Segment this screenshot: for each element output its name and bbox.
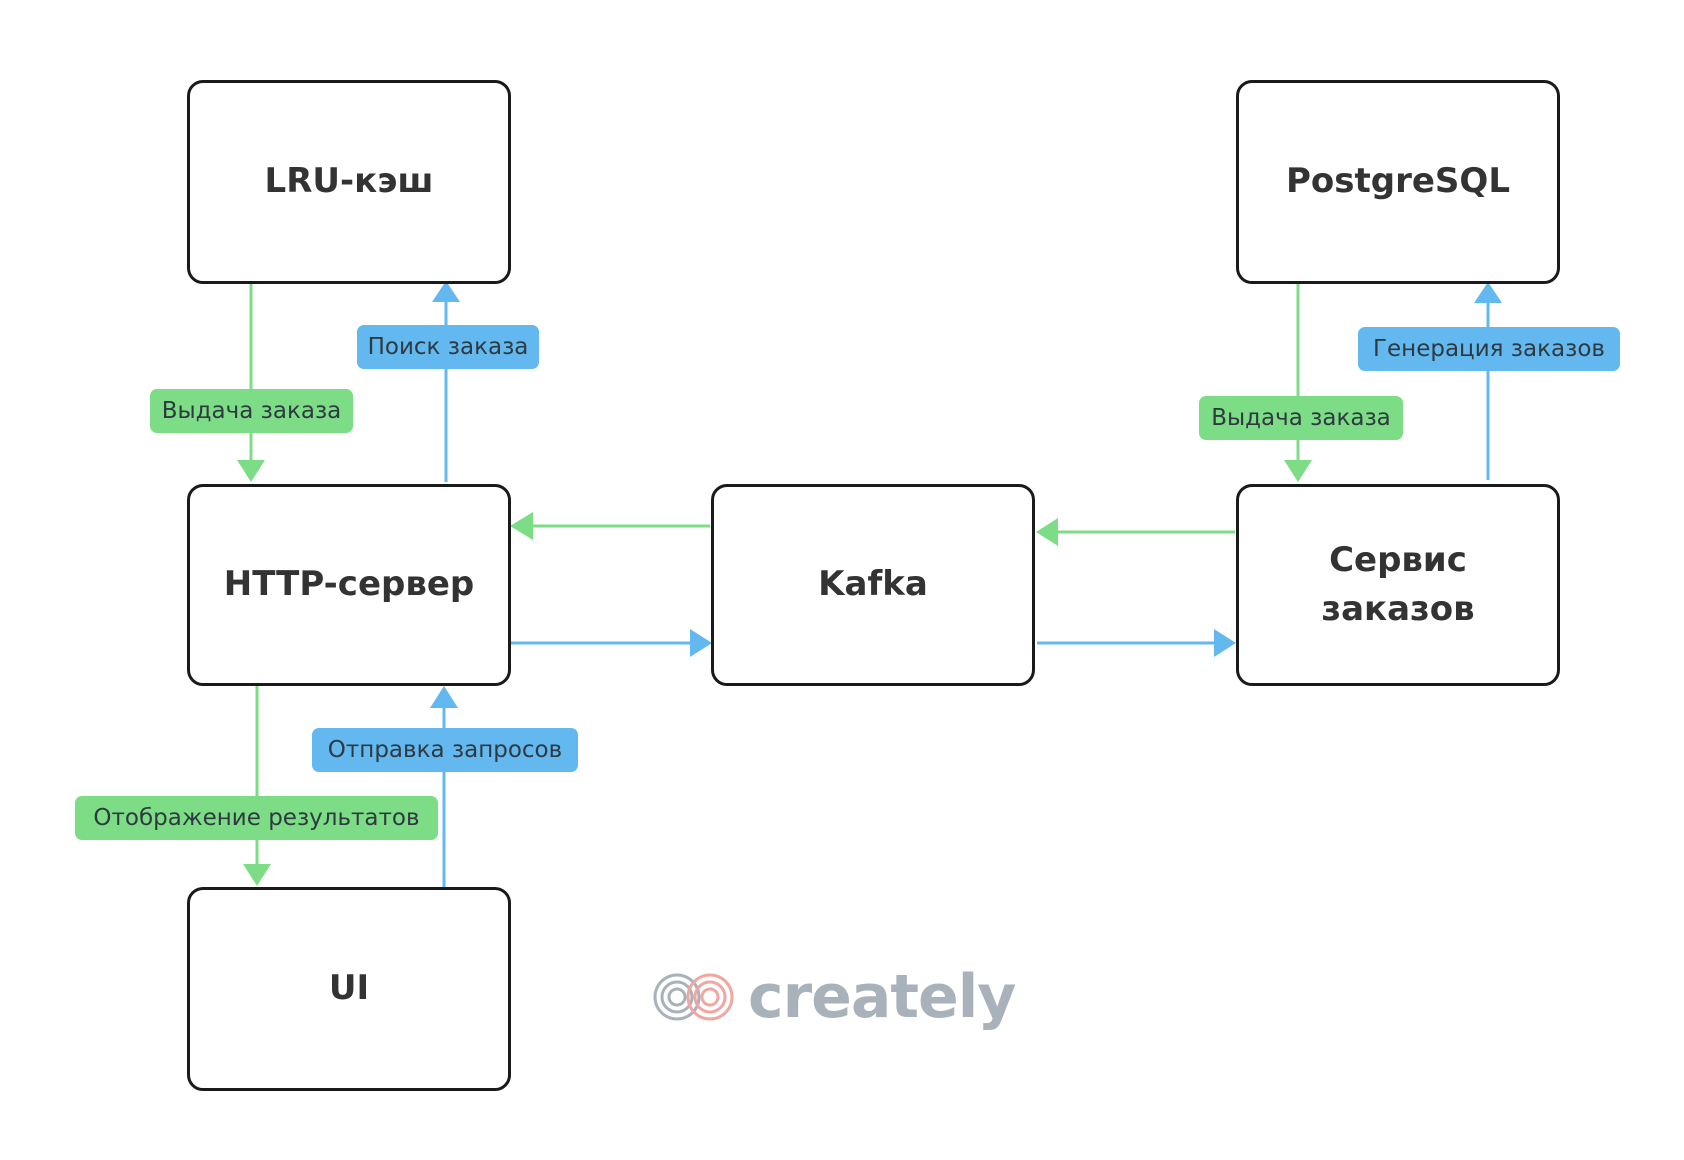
edge-ui-to-http	[430, 686, 458, 887]
node-order-service-label: Сервис заказов	[1321, 539, 1475, 629]
node-lru-cache[interactable]: LRU-кэш	[187, 80, 511, 284]
node-ui-label: UI	[328, 968, 370, 1009]
edge-http-to-kafka	[511, 629, 712, 657]
edge-label-pg-to-service[interactable]: Выдача заказа	[1199, 396, 1403, 440]
edge-label-http-to-cache[interactable]: Поиск заказа	[357, 325, 539, 369]
edge-label-ui-to-http[interactable]: Отправка запросов	[312, 728, 578, 772]
edge-label-cache-to-http[interactable]: Выдача заказа	[150, 389, 353, 433]
edge-kafka-to-service	[1037, 629, 1236, 657]
edge-label-service-to-pg[interactable]: Генерация заказов	[1358, 327, 1620, 371]
edge-http-to-cache	[432, 281, 460, 482]
creately-logo-icon	[653, 973, 734, 1021]
node-postgresql[interactable]: PostgreSQL	[1236, 80, 1560, 284]
creately-wordmark: creately	[748, 962, 1016, 1032]
edge-http-to-ui	[243, 685, 271, 886]
edge-cache-to-http	[237, 282, 265, 482]
node-http-server-label: HTTP-сервер	[223, 564, 475, 605]
node-ui[interactable]: UI	[187, 887, 511, 1091]
node-http-server[interactable]: HTTP-сервер	[187, 484, 511, 686]
node-kafka-label: Kafka	[818, 564, 928, 605]
node-kafka[interactable]: Kafka	[711, 484, 1035, 686]
edge-service-to-pg	[1474, 282, 1502, 480]
edge-pg-to-service	[1284, 282, 1312, 482]
edge-kafka-to-http	[510, 512, 710, 540]
node-lru-cache-label: LRU-кэш	[264, 161, 434, 202]
creately-watermark: creately	[650, 962, 1016, 1032]
node-order-service[interactable]: Сервис заказов	[1236, 484, 1560, 686]
node-postgresql-label: PostgreSQL	[1286, 161, 1510, 202]
edge-service-to-kafka	[1036, 518, 1235, 546]
edge-label-http-to-ui[interactable]: Отображение результатов	[75, 796, 438, 840]
